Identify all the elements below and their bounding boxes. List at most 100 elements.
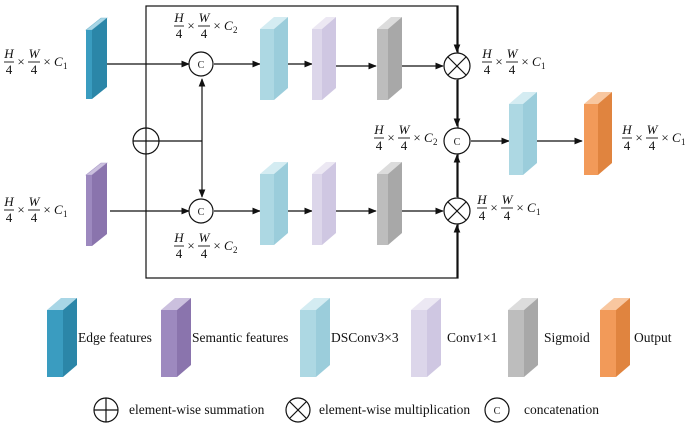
- svg-text:4: 4: [176, 26, 183, 41]
- concat-node-bottom: C: [188, 198, 214, 224]
- svg-text:H: H: [173, 10, 184, 25]
- legend-multiplication-icon: [285, 397, 311, 423]
- svg-text:H: H: [173, 230, 184, 245]
- svg-text:W: W: [647, 122, 659, 137]
- svg-text:4: 4: [176, 246, 183, 261]
- legend-sigmoid-swatch: [508, 298, 538, 377]
- svg-text:×: ×: [495, 54, 502, 69]
- svg-text:4: 4: [479, 208, 486, 223]
- concat-symbol: C: [494, 406, 501, 417]
- svg-text:4: 4: [509, 62, 516, 77]
- svg-text:C: C: [424, 130, 433, 145]
- svg-text:4: 4: [484, 62, 491, 77]
- legend-multiplication: element-wise multiplication: [319, 402, 470, 417]
- svg-text:4: 4: [376, 138, 383, 153]
- svg-text:4: 4: [504, 208, 511, 223]
- svg-text:×: ×: [17, 202, 24, 217]
- svg-text:W: W: [199, 10, 211, 25]
- concat-node-merge: C: [443, 127, 471, 155]
- svg-text:×: ×: [661, 130, 668, 145]
- multiplication-node-bottom: [443, 197, 471, 225]
- svg-text:W: W: [507, 46, 519, 61]
- legend-edge-swatch: [47, 298, 77, 377]
- legend-semantic-features: Semantic features: [192, 330, 288, 345]
- blocks: [85, 17, 612, 246]
- svg-text:C: C: [54, 202, 63, 217]
- svg-text:×: ×: [490, 200, 497, 215]
- svg-text:C: C: [224, 18, 233, 33]
- svg-text:H: H: [621, 122, 632, 137]
- svg-text:W: W: [199, 230, 211, 245]
- svg-text:4: 4: [201, 246, 208, 261]
- svg-text:2: 2: [233, 25, 238, 35]
- svg-text:4: 4: [624, 138, 631, 153]
- legend-conv1x1: Conv1×1: [447, 330, 497, 345]
- svg-text:C: C: [224, 238, 233, 253]
- svg-text:1: 1: [63, 61, 68, 71]
- legend-semantic-swatch: [161, 298, 191, 377]
- svg-text:C: C: [532, 54, 541, 69]
- svg-text:×: ×: [387, 130, 394, 145]
- svg-text:×: ×: [413, 130, 420, 145]
- conv1x1-block-top: [312, 17, 336, 100]
- legend-edge-features: Edge features: [78, 330, 152, 345]
- svg-text:C: C: [527, 200, 536, 215]
- svg-text:2: 2: [433, 137, 438, 147]
- concat-symbol: C: [454, 137, 461, 148]
- svg-text:×: ×: [43, 202, 50, 217]
- svg-text:×: ×: [521, 54, 528, 69]
- svg-text:4: 4: [6, 210, 13, 225]
- legend-output: Output: [634, 330, 672, 345]
- svg-text:×: ×: [213, 18, 220, 33]
- svg-text:×: ×: [43, 54, 50, 69]
- dsconv-block-top: [260, 17, 288, 100]
- output-block: [584, 92, 612, 175]
- svg-text:W: W: [29, 46, 41, 61]
- summation-node: [132, 127, 160, 155]
- legend-concat-icon: C: [484, 397, 510, 423]
- svg-text:×: ×: [635, 130, 642, 145]
- svg-text:4: 4: [6, 62, 13, 77]
- dsconv-block-bottom: [260, 162, 288, 245]
- svg-text:4: 4: [201, 26, 208, 41]
- legend-summation: element-wise summation: [129, 402, 265, 417]
- svg-text:W: W: [399, 122, 411, 137]
- concat-symbol: C: [198, 207, 205, 218]
- svg-text:×: ×: [17, 54, 24, 69]
- svg-text:4: 4: [649, 138, 656, 153]
- svg-text:H: H: [476, 192, 487, 207]
- conv1x1-block-bottom: [312, 162, 336, 245]
- svg-text:2: 2: [233, 245, 238, 255]
- sigmoid-block-bottom: [377, 162, 402, 245]
- multiplication-node-top: [443, 52, 471, 80]
- legend-output-swatch: [600, 298, 630, 377]
- legend-dsconv-swatch: [300, 298, 330, 377]
- legend-concatenation: concatenation: [524, 402, 599, 417]
- semantic-features-block: [85, 162, 108, 246]
- svg-text:H: H: [3, 194, 14, 209]
- svg-text:4: 4: [31, 62, 38, 77]
- connections: [106, 6, 583, 278]
- svg-text:×: ×: [187, 238, 194, 253]
- legend-conv1x1-swatch: [411, 298, 441, 377]
- svg-text:W: W: [502, 192, 514, 207]
- svg-text:C: C: [672, 130, 681, 145]
- svg-text:4: 4: [401, 138, 408, 153]
- concat-symbol: C: [198, 60, 205, 71]
- legend-dsconv: DSConv3×3: [331, 330, 399, 345]
- svg-text:C: C: [54, 54, 63, 69]
- svg-text:H: H: [373, 122, 384, 137]
- legend-sigmoid: Sigmoid: [544, 330, 590, 345]
- svg-text:1: 1: [536, 207, 541, 217]
- svg-text:W: W: [29, 194, 41, 209]
- svg-text:1: 1: [63, 209, 68, 219]
